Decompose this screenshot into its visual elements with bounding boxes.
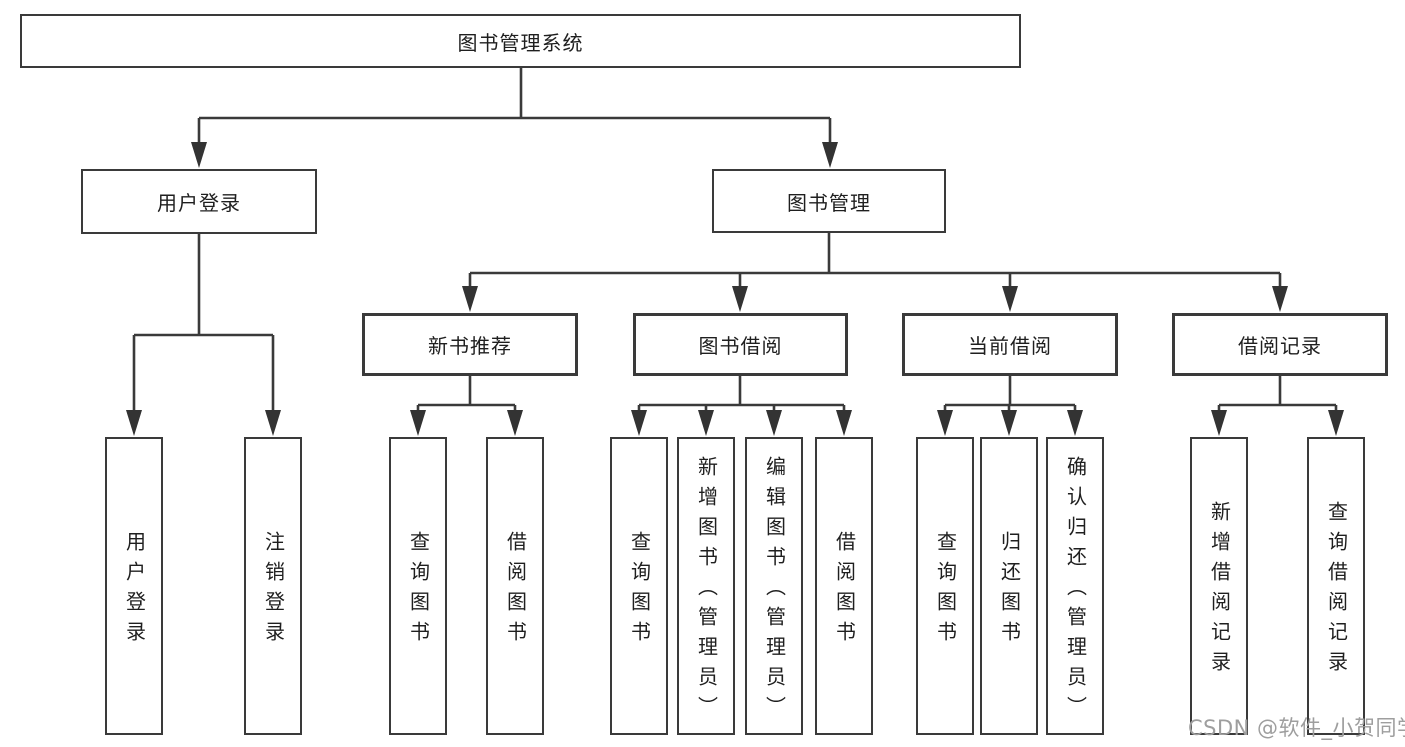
node-leaf-query-books-2: 查询图书 [610, 437, 668, 735]
node-borrow-records: 借阅记录 [1172, 313, 1388, 376]
node-leaf-confirm-return-admin: 确认归还（管理员） [1046, 437, 1104, 735]
node-leaf-add-borrow-record: 新增借阅记录 [1190, 437, 1248, 735]
node-label: 确认归还（管理员） [1063, 456, 1088, 726]
node-user-login: 用户登录 [81, 169, 317, 234]
node-label: 新增借阅记录 [1207, 501, 1232, 681]
node-leaf-borrow-books-1: 借阅图书 [486, 437, 544, 735]
connector-root-to-level1 [197, 68, 832, 146]
node-book-borrowing: 图书借阅 [633, 313, 848, 376]
node-label: 新增图书（管理员） [694, 456, 719, 726]
connector-newbookrec-to-leaves [416, 376, 517, 414]
node-label: 查询图书 [627, 531, 652, 651]
connector-currentborrow-to-leaves [943, 376, 1077, 414]
node-label: 查询图书 [406, 531, 431, 651]
node-leaf-query-books-3: 查询图书 [916, 437, 974, 735]
node-leaf-return-books: 归还图书 [980, 437, 1038, 735]
node-label: 图书管理系统 [457, 30, 584, 55]
node-label: 注销登录 [261, 531, 286, 651]
node-book-management: 图书管理 [712, 169, 946, 233]
node-library-management-system: 图书管理系统 [20, 14, 1021, 68]
connector-userlogin-to-leaves [132, 234, 275, 414]
node-label: 用户登录 [122, 531, 147, 651]
arrowhead-icons-leaves [126, 410, 1344, 436]
node-label: 当前借阅 [968, 334, 1052, 358]
node-label: 借阅记录 [1238, 334, 1322, 358]
node-label: 图书管理 [787, 190, 871, 215]
node-label: 用户登录 [157, 191, 241, 215]
node-label: 借阅图书 [832, 531, 857, 651]
node-new-book-recommend: 新书推荐 [362, 313, 578, 376]
node-current-borrowing: 当前借阅 [902, 313, 1118, 376]
node-leaf-add-books-admin: 新增图书（管理员） [677, 437, 735, 735]
node-leaf-user-login: 用户登录 [105, 437, 163, 735]
node-leaf-borrow-books-2: 借阅图书 [815, 437, 873, 735]
node-leaf-logout: 注销登录 [244, 437, 302, 735]
connector-bookborrow-to-leaves [637, 376, 846, 414]
node-label: 查询借阅记录 [1324, 501, 1349, 681]
arrowhead-icons-level1 [191, 142, 838, 168]
node-leaf-query-books-1: 查询图书 [389, 437, 447, 735]
node-label: 归还图书 [997, 531, 1022, 651]
node-leaf-query-borrow-record: 查询借阅记录 [1307, 437, 1365, 735]
node-label: 新书推荐 [428, 334, 512, 358]
node-label: 借阅图书 [503, 531, 528, 651]
node-label: 查询图书 [933, 531, 958, 651]
connector-bookmgmt-to-level2 [468, 233, 1282, 290]
node-label: 编辑图书（管理员） [762, 456, 787, 726]
csdn-watermark: CSDN @软件_小贺同学 [1188, 716, 1405, 740]
node-label: 图书借阅 [698, 334, 783, 358]
connector-borrowrecords-to-leaves [1217, 376, 1338, 414]
arrowhead-icons-level2 [462, 286, 1288, 312]
node-leaf-edit-books-admin: 编辑图书（管理员） [745, 437, 803, 735]
